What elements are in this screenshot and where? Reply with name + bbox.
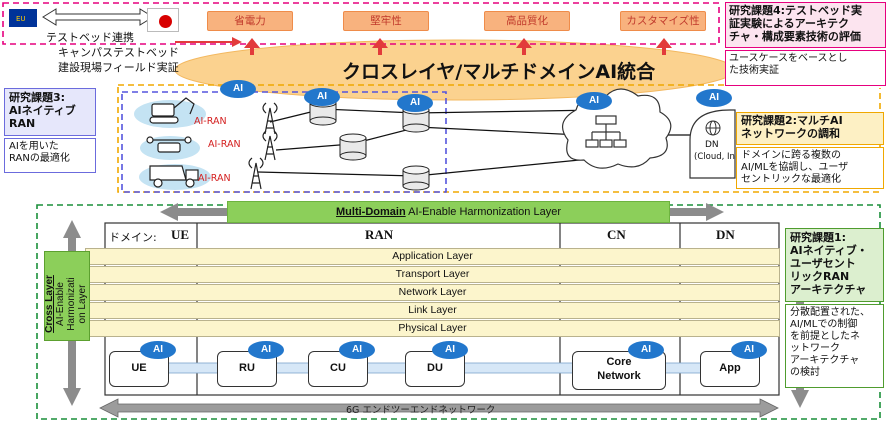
- testbed-link-label: テストベッド連携: [46, 31, 134, 44]
- field-test-label: 建設現場フィールド実証: [58, 61, 179, 74]
- du-node: DU: [405, 351, 465, 387]
- task1-body-box: 分散配置された、 AI/MLでの制御 を前提としたネ ットワーク アーキテクチャ…: [785, 304, 884, 388]
- task2-body-box: ドメインに跨る複数の AI/MLを協調し、ユーザ セントリックな最適化: [736, 147, 884, 189]
- task2-body-l1: ドメインに跨る複数の: [741, 150, 841, 161]
- column-header-cn: CN: [607, 227, 626, 242]
- application-layer: Application Layer: [85, 248, 780, 265]
- domain-prefix: ドメイン:: [109, 231, 157, 244]
- cross-layer-text: Cross Layer AI-Enable Harmonizati on Lay…: [44, 259, 90, 349]
- tab-high-quality: 高品質化: [484, 11, 570, 31]
- task3-title-l2: AIネイティブ: [9, 104, 76, 117]
- cross-layer-l2: Harmonizati: [66, 277, 77, 331]
- ai-badge: AI: [140, 341, 176, 359]
- task4-body-l1: ユースケースをベースとし: [729, 53, 848, 64]
- tab-power-saving: 省電力: [207, 11, 293, 31]
- ai-badge: AI: [248, 341, 284, 359]
- task4-title-l1: 研究課題4:テストベッド実: [729, 4, 863, 17]
- ai-ran-label: AI-RAN: [194, 116, 227, 127]
- task1-body-l5: アーキテクチャ: [790, 355, 860, 366]
- dump-truck-shape: [149, 165, 199, 188]
- cross-layer-box: [44, 251, 90, 341]
- task4-body-l2: た技術実証: [729, 65, 779, 76]
- transport-layer: Transport Layer: [85, 266, 780, 283]
- cross-layer-bold: Cross Layer: [44, 275, 55, 333]
- cross-layer-l3: on Layer: [77, 284, 88, 324]
- task3-body-box: AIを用いた RANの最適化: [4, 138, 96, 173]
- e2e-network-label: 6G エンドツーエンドネットワーク: [346, 405, 496, 416]
- tab-customizability: カスタマイズ性: [620, 11, 706, 31]
- dn-sublabel: (Cloud, Inter: [694, 152, 735, 162]
- ai-badge: AI: [397, 94, 433, 112]
- tab-robustness: 堅牢性: [343, 11, 429, 31]
- task1-title-l4: リックRAN: [790, 270, 850, 283]
- ai-ran-label: AI-RAN: [198, 173, 231, 184]
- task2-title-l2: ネットワークの調和: [741, 127, 840, 140]
- app-node: App: [700, 351, 760, 387]
- dn-label: DN: [705, 140, 719, 150]
- ai-badge: AI: [339, 341, 375, 359]
- harmonization-rest: AI-Enable Harmonization Layer: [405, 206, 561, 218]
- task4-box: 研究課題4:テストベッド実 証実験によるアーキテク チャ・構成要素技術の評価 ユ…: [725, 2, 886, 88]
- integration-title: クロスレイヤ/マルチドメインAI統合: [342, 61, 656, 83]
- ai-badge: AI: [731, 341, 767, 359]
- task2-body-l2: AI/MLを協調し、ユーザ: [741, 162, 849, 173]
- task3-title-l3: RAN: [9, 117, 36, 130]
- harmonization-banner: Multi-Domain AI-Enable Harmonization Lay…: [227, 201, 670, 223]
- task2-title-l1: 研究課題2:マルチAI: [741, 114, 843, 127]
- column-header-ue: UE: [171, 227, 190, 242]
- ai-ran-label: AI-RAN: [208, 139, 241, 150]
- column-header-ran: RAN: [365, 227, 394, 242]
- task1-body-l3: を前提としたネ: [790, 331, 860, 342]
- task3-title-l1: 研究課題3:: [9, 91, 66, 104]
- ai-badge: AI: [304, 88, 340, 106]
- task1-title-l3: ユーザセント: [790, 257, 856, 270]
- task4-title-l2: 証実験によるアーキテク: [729, 17, 850, 30]
- task1-title-l1: 研究課題1:: [790, 231, 847, 244]
- dn-cloud: [689, 109, 736, 179]
- harmonization-bold: Multi-Domain: [336, 206, 406, 218]
- task4-title-l3: チャ・構成要素技術の評価: [729, 30, 861, 43]
- task1-title-l2: AIネイティブ・: [790, 244, 868, 257]
- ai-badge: AI: [220, 80, 256, 98]
- task1-body-l1: 分散配置された、: [790, 307, 870, 318]
- task1-body-l2: AI/MLでの制御: [790, 319, 858, 330]
- task4-body-box: ユースケースをベースとし た技術実証: [725, 50, 886, 86]
- task3-title-box: 研究課題3: AIネイティブ RAN: [4, 88, 96, 136]
- campus-testbed-label: キャンパステストベッド: [58, 46, 179, 59]
- ai-badge: AI: [576, 92, 612, 110]
- ai-badge: AI: [432, 341, 468, 359]
- ai-badge: AI: [696, 89, 732, 107]
- link-layer: Link Layer: [85, 302, 780, 319]
- task4-title-box: 研究課題4:テストベッド実 証実験によるアーキテク チャ・構成要素技術の評価: [725, 2, 886, 48]
- task1-title-l5: アーキテクチャ: [790, 283, 867, 296]
- task1-title-box: 研究課題1: AIネイティブ・ ユーザセント リックRAN アーキテクチャ: [785, 228, 884, 302]
- column-header-dn: DN: [716, 227, 735, 242]
- task3-body-l1: AIを用いた: [9, 141, 59, 152]
- drone-shape: [146, 136, 192, 153]
- cross-layer-l1: AI-Enable: [55, 282, 66, 326]
- physical-layer: Physical Layer: [85, 320, 780, 337]
- eu-flag-icon: EU: [8, 8, 38, 28]
- task2-title-box: 研究課題2:マルチAI ネットワークの調和: [736, 112, 884, 145]
- excavator-shape: [149, 97, 195, 124]
- task3-body-l2: RANの最適化: [9, 153, 70, 164]
- task1-body-l6: の検討: [790, 367, 820, 378]
- task1-body-l4: ットワーク: [790, 343, 840, 354]
- japan-flag-icon: [147, 8, 179, 32]
- network-layer: Network Layer: [85, 284, 780, 301]
- ai-badge: AI: [628, 341, 664, 359]
- task2-body-l3: セントリックな最適化: [741, 174, 841, 185]
